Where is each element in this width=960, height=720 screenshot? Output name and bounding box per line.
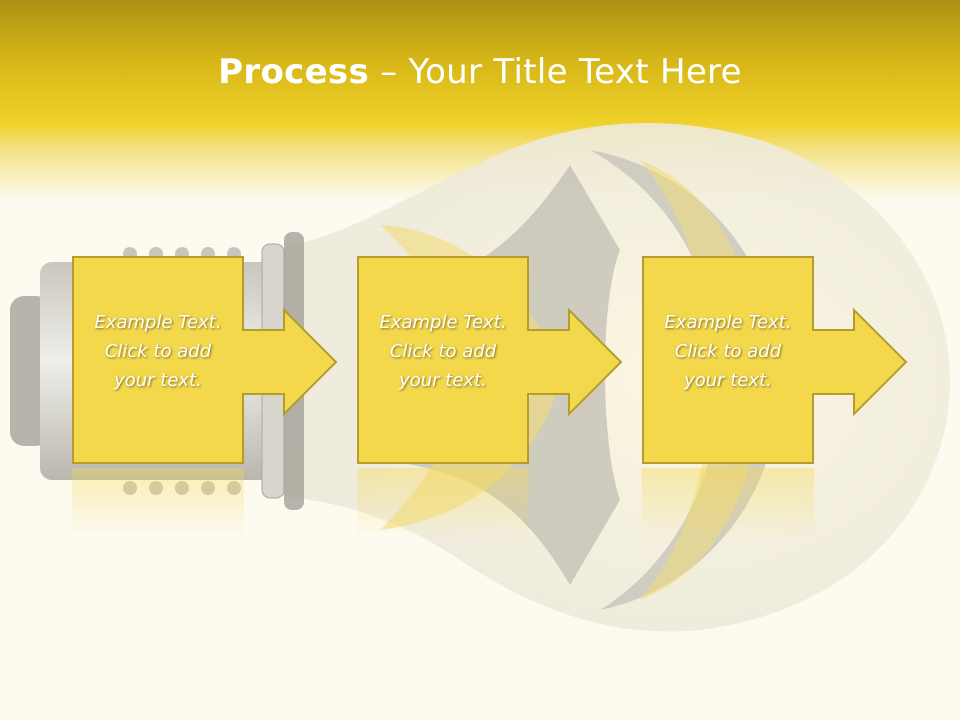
step-text-line: Click to add [389,341,497,362]
process-step-1[interactable]: Example Text. Click to add your text. [72,256,344,468]
step-1-text[interactable]: Example Text. Click to add your text. [74,308,242,395]
arrow-seam-cover [525,331,531,393]
step-text-line: Click to add [674,341,782,362]
title-bold-part: Process [218,52,370,92]
step-2-box [357,256,529,464]
step-text-line: Example Text. [664,312,792,333]
arrow-right-icon [811,307,908,417]
step-text-line: Click to add [104,341,212,362]
step-3-reflection [642,468,814,538]
step-text-line: your text. [114,370,202,391]
step-3-text[interactable]: Example Text. Click to add your text. [644,308,812,395]
step-3-box [642,256,814,464]
step-text-line: your text. [684,370,772,391]
step-1-reflection [72,468,244,538]
process-step-3[interactable]: Example Text. Click to add your text. [642,256,914,468]
step-2-reflection [357,468,529,538]
arrow-right-icon [526,307,623,417]
step-text-line: Example Text. [379,312,507,333]
slide-title[interactable]: Process – Your Title Text Here [0,52,960,92]
arrow-seam-cover [240,331,246,393]
step-text-line: Example Text. [94,312,222,333]
step-text-line: your text. [399,370,487,391]
arrow-seam-cover [810,331,816,393]
process-step-2[interactable]: Example Text. Click to add your text. [357,256,629,468]
arrow-right-icon [241,307,338,417]
step-2-text[interactable]: Example Text. Click to add your text. [359,308,527,395]
title-rest-part: – Your Title Text Here [369,52,742,92]
